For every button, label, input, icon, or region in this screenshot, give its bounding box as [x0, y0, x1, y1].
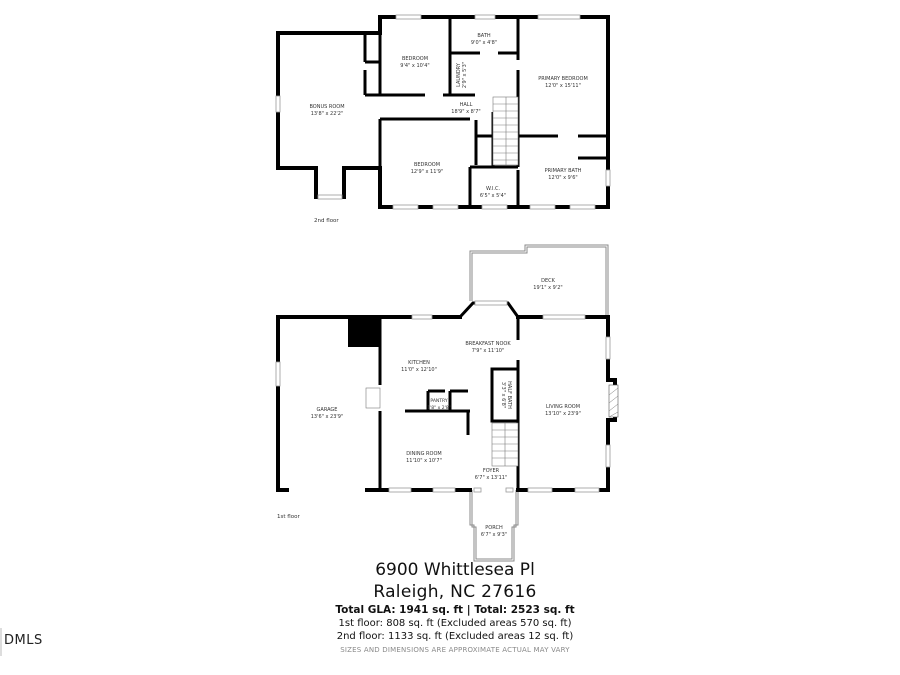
- room-dim: 19'1" x 9'2": [533, 285, 562, 291]
- staircase-icon: [493, 97, 518, 165]
- room-name: DINING ROOM: [406, 451, 441, 457]
- room-name: BEDROOM: [414, 162, 440, 168]
- utility-block: [348, 317, 380, 347]
- room-name: BREAKFAST NOOK: [465, 341, 511, 347]
- room-dim: 1'8" x 2'8": [427, 405, 451, 411]
- room-dim: 13'6" x 23'9": [311, 414, 344, 420]
- room-name: PORCH: [485, 525, 503, 531]
- second-floor-area: 2nd floor: 1133 sq. ft (Excluded areas 1…: [336, 631, 574, 642]
- room-name: BONUS ROOM: [309, 104, 344, 110]
- room-dim: 18'9" x 8'7": [451, 109, 480, 115]
- room-dim: 13'8" x 22'2": [311, 111, 344, 117]
- logo-divider: [0, 628, 2, 656]
- first-floor-area: 1st floor: 808 sq. ft (Excluded areas 57…: [338, 618, 572, 629]
- room-name: GARAGE: [317, 407, 338, 413]
- room-dim: 11'10" x 10'7": [406, 458, 442, 464]
- room-dim: 12'9" x 11'9": [411, 169, 444, 175]
- room-name: HALL: [460, 102, 473, 108]
- room-dim: 6'5" x 5'4": [480, 193, 506, 199]
- room-name: LAUNDRY: [456, 62, 462, 87]
- fireplace-icon: [608, 384, 619, 418]
- room-dim: 12'0" x 9'6": [548, 175, 577, 181]
- dmls-logo: DMLS: [4, 633, 43, 648]
- second-floor-plan: BONUS ROOM 13'8" x 22'2" BEDROOM 9'4" x …: [275, 14, 611, 224]
- room-dim: 6'7" x 9'3": [481, 532, 507, 538]
- room-name: KITCHEN: [408, 360, 430, 366]
- room-name: LIVING ROOM: [546, 404, 580, 410]
- floor-label: 1st floor: [277, 514, 300, 520]
- room-dim: 13'10" x 23'9": [545, 411, 581, 417]
- room-dim: 2'9" x 5'3": [462, 62, 468, 88]
- first-floor-plan: DECK 19'1" x 9'2" BREAKFAST NOOK 7'9" x …: [275, 244, 619, 562]
- room-dim: 7'9" x 11'10": [472, 348, 505, 354]
- floor-label: 2nd floor: [314, 218, 339, 224]
- address-line-1: 6900 Whittlesea Pl: [375, 560, 535, 580]
- room-dim: 6'7" x 13'11": [475, 475, 508, 481]
- room-name: BEDROOM: [402, 56, 428, 62]
- disclaimer: SIZES AND DIMENSIONS ARE APPROXIMATE ACT…: [340, 646, 570, 654]
- room-name: BATH: [477, 33, 491, 39]
- room-name: PRIMARY BEDROOM: [538, 76, 588, 82]
- total-area: Total GLA: 1941 sq. ft | Total: 2523 sq.…: [335, 604, 575, 616]
- address-line-2: Raleigh, NC 27616: [373, 582, 537, 602]
- room-name: DECK: [541, 278, 556, 284]
- room-name: W.I.C.: [486, 186, 501, 192]
- room-name: FOYER: [483, 468, 500, 474]
- room-dim: 11'0" x 12'10": [401, 367, 437, 373]
- room-name: PANTRY: [430, 398, 447, 404]
- room-name: HALF BATH: [506, 381, 512, 409]
- staircase-icon: [492, 423, 518, 466]
- room-name: PRIMARY BATH: [545, 168, 582, 174]
- room-dim: 9'0" x 4'8": [471, 40, 497, 46]
- room-dim: 9'4" x 10'4": [400, 63, 429, 69]
- room-dim: 3'3" x 6'8": [500, 382, 506, 408]
- room-dim: 12'0" x 15'11": [545, 83, 581, 89]
